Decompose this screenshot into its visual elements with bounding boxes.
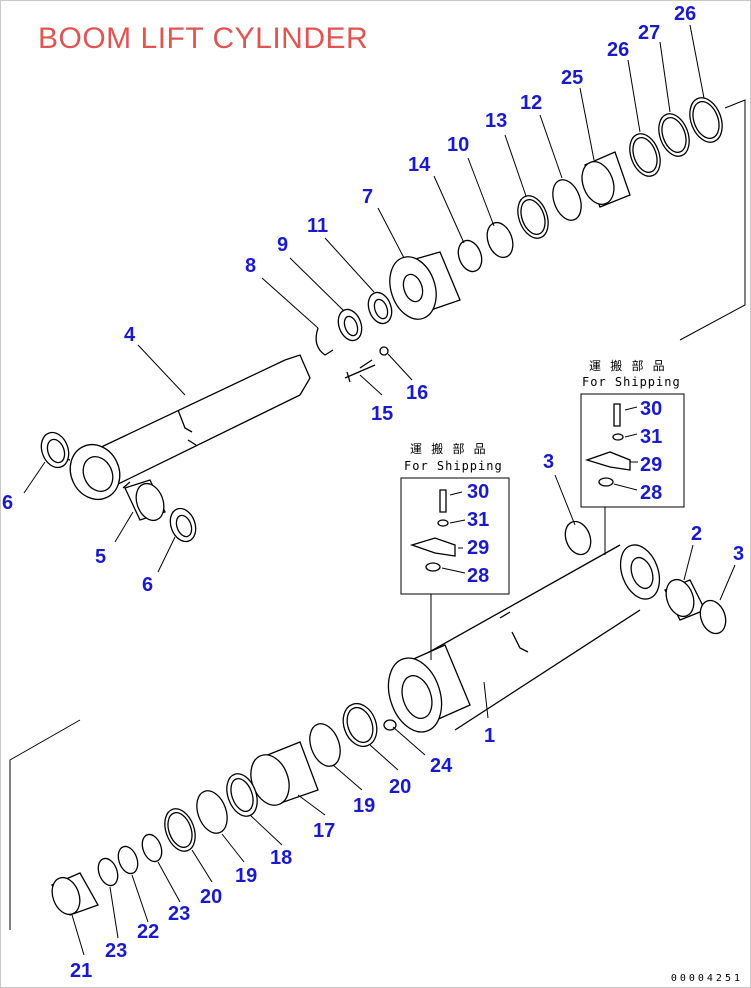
part-label-2: 2 <box>691 523 702 545</box>
cylinder-head-assembly <box>315 97 723 383</box>
boundary-lines <box>9 99 746 930</box>
part-label-14: 14 <box>408 154 431 176</box>
part-label-29: 29 <box>640 454 662 476</box>
part-label-8: 8 <box>245 255 256 277</box>
part-label-10: 10 <box>447 134 469 156</box>
shipping-box-1-en: For Shipping <box>404 459 503 473</box>
part-label-27: 27 <box>638 22 660 44</box>
part-label-1: 1 <box>484 725 495 747</box>
part-label-17: 17 <box>313 820 335 842</box>
leader-lines <box>23 24 736 956</box>
part-label-21: 21 <box>70 960 92 982</box>
part-label-19: 19 <box>235 865 257 887</box>
part-label-30: 30 <box>467 481 489 503</box>
part-label-12: 12 <box>520 92 542 114</box>
part-label-18: 18 <box>270 847 292 869</box>
diagram-title: BOOM LIFT CYLINDER <box>38 22 369 55</box>
part-label-23: 23 <box>105 940 127 962</box>
shipping-box-2 <box>580 393 685 555</box>
shipping-box-1 <box>400 477 510 660</box>
part-label-5: 5 <box>95 546 106 568</box>
part-label-13: 13 <box>485 110 507 132</box>
piston-rod <box>59 354 311 500</box>
drawing-code: 00004251 <box>670 973 743 984</box>
tube-end-bushing <box>564 520 727 635</box>
part-label-9: 9 <box>277 234 288 256</box>
shipping-box-1-jp: 運 搬 部 品 <box>410 441 487 456</box>
rod-end-seals <box>40 431 197 543</box>
part-label-23: 23 <box>168 903 190 925</box>
part-label-6: 6 <box>142 574 153 596</box>
part-label-24: 24 <box>430 755 453 777</box>
part-label-26: 26 <box>674 3 696 25</box>
part-label-7: 7 <box>362 186 373 208</box>
part-label-16: 16 <box>406 382 428 404</box>
shipping-box-2-en: For Shipping <box>582 375 681 389</box>
cylinder-tube <box>387 544 661 733</box>
part-label-31: 31 <box>467 509 489 531</box>
part-label-3: 3 <box>733 543 744 565</box>
part-label-28: 28 <box>467 565 489 587</box>
part-label-20: 20 <box>200 886 222 908</box>
part-label-22: 22 <box>137 921 159 943</box>
part-label-3: 3 <box>543 451 554 473</box>
piston-assembly <box>51 702 397 916</box>
part-label-4: 4 <box>124 324 136 346</box>
shipping-box-2-jp: 運 搬 部 品 <box>589 358 666 373</box>
part-label-25: 25 <box>561 67 583 89</box>
part-label-31: 31 <box>640 426 662 448</box>
part-label-20: 20 <box>389 776 411 798</box>
part-label-28: 28 <box>640 482 662 504</box>
part-label-11: 11 <box>307 215 328 237</box>
part-label-29: 29 <box>467 537 489 559</box>
part-label-19: 19 <box>353 795 375 817</box>
part-label-30: 30 <box>640 398 662 420</box>
part-label-26: 26 <box>607 39 629 61</box>
part-label-15: 15 <box>371 403 393 425</box>
part-label-6: 6 <box>2 492 13 514</box>
